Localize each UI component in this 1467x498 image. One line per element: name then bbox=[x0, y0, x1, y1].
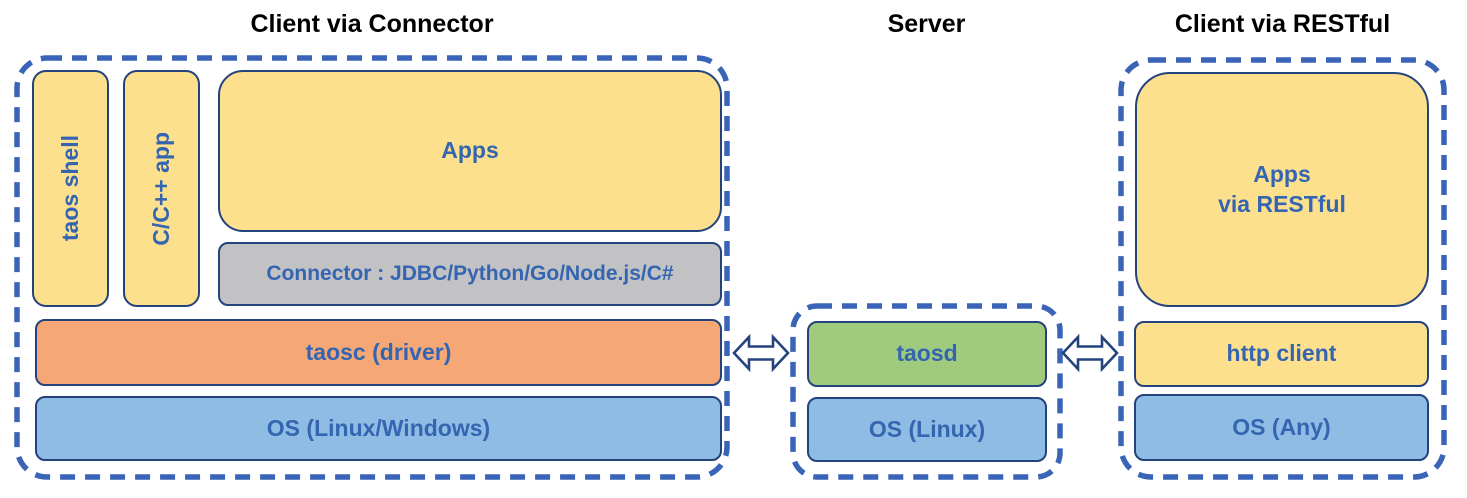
connector-label: Connector : JDBC/Python/Go/Node.js/C# bbox=[266, 262, 674, 286]
os-linux-box: OS (Linux) bbox=[807, 397, 1047, 462]
c-cpp-app-label: C/C++ app bbox=[147, 131, 174, 246]
os-linux-label: OS (Linux) bbox=[868, 415, 986, 442]
client-restful-group-border bbox=[1118, 57, 1447, 480]
taos-shell-box: taos shell bbox=[32, 70, 109, 307]
os-linux-windows-label: OS (Linux/Windows) bbox=[266, 414, 491, 441]
c-cpp-app-box: C/C++ app bbox=[123, 70, 200, 307]
os-any-label: OS (Any) bbox=[1232, 413, 1331, 440]
taosc-driver-label: taosc (driver) bbox=[305, 338, 452, 365]
title-server: Server bbox=[887, 10, 966, 38]
taos-shell-label: taos shell bbox=[56, 135, 83, 242]
connector-box: Connector : JDBC/Python/Go/Node.js/C# bbox=[218, 242, 722, 306]
taosd-box: taosd bbox=[807, 321, 1047, 387]
taosd-label: taosd bbox=[896, 340, 958, 367]
apps-via-restful-label: Apps via RESTful bbox=[1218, 160, 1346, 217]
taosc-driver-box: taosc (driver) bbox=[35, 319, 722, 386]
apps-via-restful-box: Apps via RESTful bbox=[1135, 72, 1429, 307]
http-client-box: http client bbox=[1134, 321, 1429, 387]
os-any-box: OS (Any) bbox=[1134, 394, 1429, 461]
http-client-label: http client bbox=[1226, 340, 1337, 367]
os-linux-windows-box: OS (Linux/Windows) bbox=[35, 396, 722, 461]
server-group-border bbox=[790, 303, 1063, 480]
title-client-via-connector: Client via Connector bbox=[250, 10, 494, 38]
right-double-arrow-icon bbox=[1061, 333, 1119, 373]
apps-box: Apps bbox=[218, 70, 722, 232]
client-connector-group-border bbox=[14, 55, 730, 480]
title-client-via-restful: Client via RESTful bbox=[1174, 10, 1391, 38]
apps-label: Apps bbox=[441, 137, 499, 164]
left-double-arrow-icon bbox=[732, 333, 790, 373]
